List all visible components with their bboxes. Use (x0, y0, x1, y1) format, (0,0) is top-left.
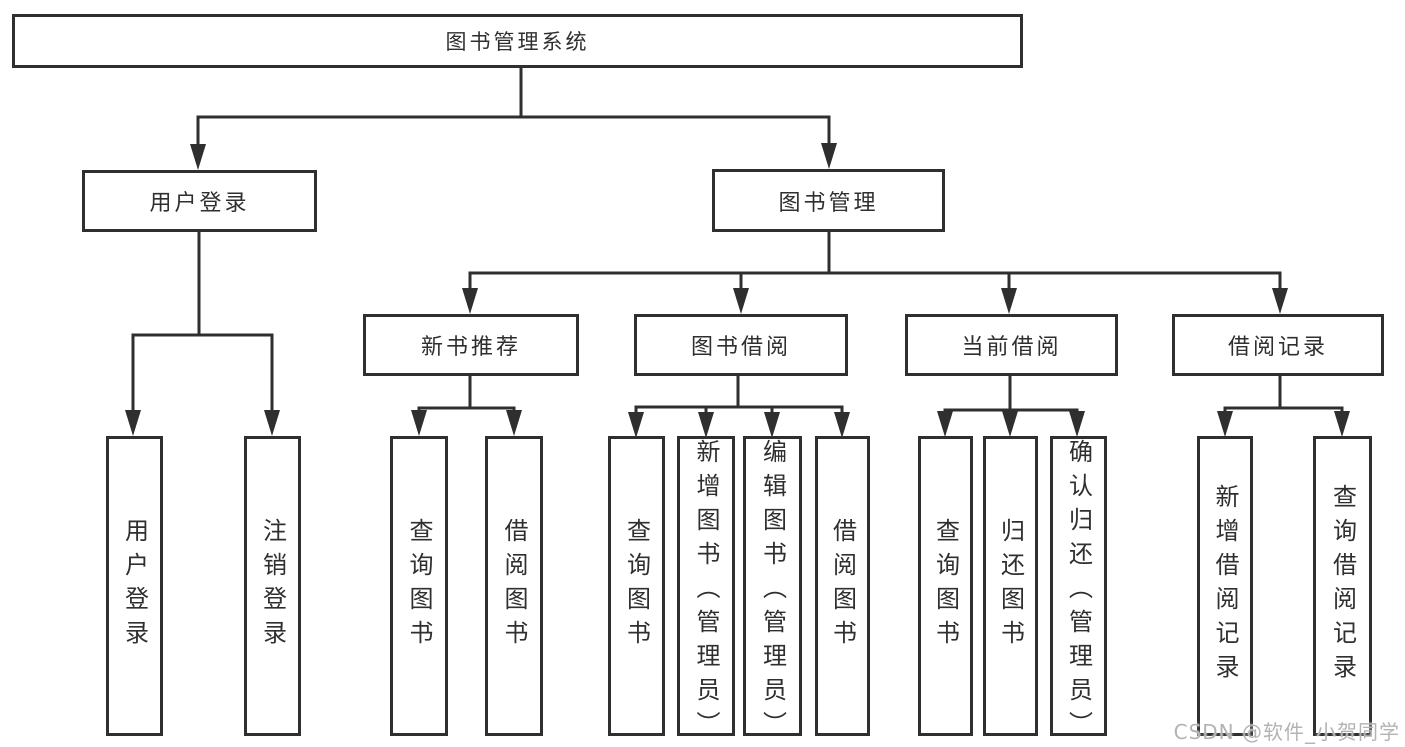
arrowhead (698, 412, 714, 438)
leaf-current-return-books: 归还图书 (983, 436, 1038, 736)
connector-records-children (1217, 376, 1350, 437)
arrowhead (1069, 411, 1085, 437)
leaf-user-login: 用户登录 (106, 436, 163, 736)
node-label: 图书借阅 (690, 335, 791, 360)
arrowhead (506, 410, 522, 436)
arrowhead (628, 412, 644, 438)
leaf-borrow-borrow-books: 借阅图书 (815, 436, 870, 736)
node-label: 图书管理 (778, 190, 879, 216)
node-book-management-module: 图书管理 (712, 169, 945, 232)
arrowhead (190, 144, 206, 170)
arrowhead (937, 411, 953, 437)
arrowhead (1334, 411, 1350, 437)
arrowhead (733, 288, 749, 314)
arrowhead (1272, 288, 1288, 314)
csdn-watermark: CSDN @软件_小贺同学 (1173, 720, 1400, 744)
connector-currentborrow-children (937, 376, 1085, 437)
node-label: 用户登录 (149, 191, 250, 216)
leaf-current-query-books: 查询图书 (918, 436, 973, 736)
node-label: 用户登录 (120, 518, 149, 654)
node-label: 注销登录 (258, 518, 287, 654)
arrowhead (462, 288, 478, 314)
node-label: 借阅图书 (500, 518, 528, 654)
arrowhead (1002, 411, 1018, 437)
node-label: 查询图书 (622, 518, 651, 654)
leaf-records-add-record: 新增借阅记录 (1197, 436, 1253, 736)
node-label: 查询图书 (931, 518, 960, 654)
leaf-borrow-edit-books-admin: 编辑图书（管理员） (743, 436, 802, 745)
node-book-borrow: 图书借阅 (634, 314, 848, 376)
arrowhead (1001, 288, 1017, 314)
connector-bookmgmt-children (462, 232, 1288, 314)
node-label: 借阅图书 (828, 518, 857, 654)
node-label: 新增借阅记录 (1211, 484, 1239, 688)
arrowhead (821, 143, 837, 169)
leaf-newbook-borrow-books: 借阅图书 (485, 436, 543, 736)
node-label: 借阅记录 (1227, 335, 1328, 360)
node-borrow-records: 借阅记录 (1172, 314, 1384, 376)
leaf-current-confirm-return-admin: 确认归还（管理员） (1050, 436, 1107, 745)
leaf-borrow-add-books-admin: 新增图书（管理员） (677, 436, 735, 745)
arrowhead (834, 412, 850, 438)
leaf-newbook-query-books: 查询图书 (390, 436, 448, 736)
node-label: 当前借阅 (961, 335, 1062, 360)
connector-userlogin-children (125, 232, 280, 436)
arrowhead (125, 410, 141, 436)
node-label: 新书推荐 (420, 335, 521, 360)
node-current-borrow: 当前借阅 (905, 314, 1118, 376)
leaf-logout: 注销登录 (244, 436, 301, 736)
node-label: 查询图书 (405, 518, 433, 654)
node-root-system: 图书管理系统 (12, 14, 1023, 68)
node-label: 新增图书（管理员） (692, 439, 720, 745)
node-label: 查询借阅记录 (1328, 484, 1357, 688)
arrowhead (411, 410, 427, 436)
node-user-login-module: 用户登录 (82, 170, 317, 232)
arrowhead (1217, 411, 1233, 437)
connector-bookborrow-children (628, 376, 850, 438)
connector-root-to-l2 (190, 68, 837, 170)
leaf-borrow-query-books: 查询图书 (608, 436, 665, 736)
leaf-records-query-record: 查询借阅记录 (1313, 436, 1372, 736)
arrowhead (264, 410, 280, 436)
node-new-book-recommend: 新书推荐 (363, 314, 579, 376)
connector-newbook-children (411, 376, 522, 436)
arrowhead (764, 412, 780, 438)
node-label: 编辑图书（管理员） (758, 439, 787, 745)
node-label: 归还图书 (996, 518, 1025, 654)
node-label: 确认归还（管理员） (1064, 439, 1093, 745)
node-label: 图书管理系统 (445, 30, 590, 54)
